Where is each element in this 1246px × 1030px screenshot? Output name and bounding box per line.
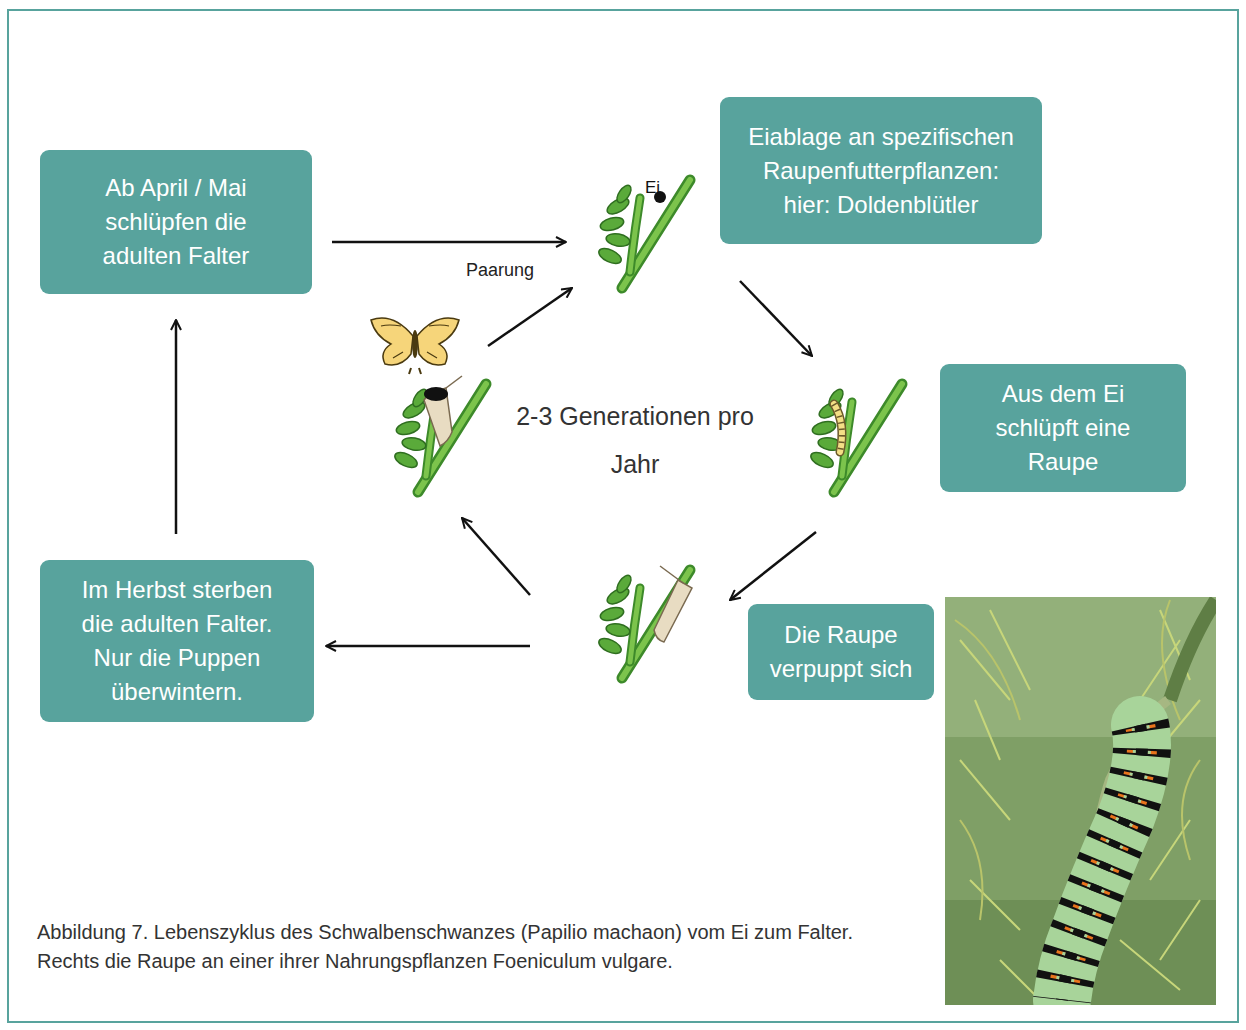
box-text: Die Raupe verpuppt sich (758, 618, 924, 686)
process-box: Die Raupe verpuppt sich (748, 604, 934, 700)
cycle-arrow (175, 320, 178, 534)
box-text: Im Herbst sterben die adulten Falter. Nu… (64, 573, 290, 709)
process-box: Ab April / Mai schlüpfen die adulten Fal… (40, 150, 312, 294)
process-box: Im Herbst sterben die adulten Falter. Nu… (40, 560, 314, 722)
process-box: Aus dem Ei schlüpft eine Raupe (940, 364, 1186, 492)
box-text: Aus dem Ei schlüpft eine Raupe (970, 377, 1156, 479)
stage-label: Paarung (466, 259, 566, 281)
process-box: Eiablage an spezifischen Raupenfutterpfl… (720, 97, 1042, 244)
stage-label: Ei (645, 178, 685, 198)
center-note: 2-3 Generationen pro Jahr (505, 392, 765, 488)
figure-caption: Abbildung 7. Lebenszyklus des Schwalbens… (37, 918, 867, 976)
box-text: Eiablage an spezifischen Raupenfutterpfl… (740, 120, 1022, 222)
box-text: Ab April / Mai schlüpfen die adulten Fal… (70, 171, 282, 273)
